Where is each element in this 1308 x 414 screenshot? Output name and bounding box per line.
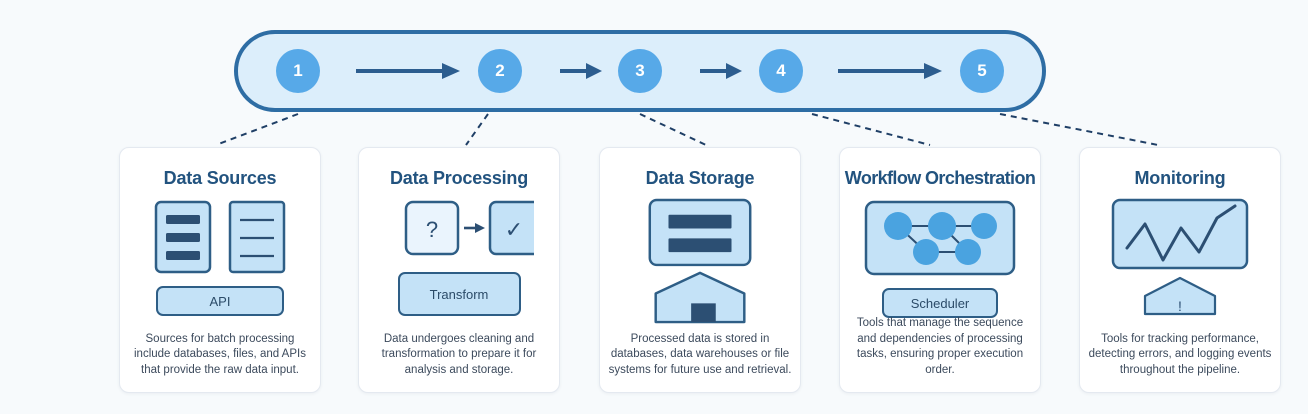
pipeline-arrow-3-4: [700, 63, 742, 79]
pipeline-step-1[interactable]: 1: [276, 49, 320, 93]
pipeline-arrow-1-2: [356, 63, 460, 79]
api-badge-label: API: [209, 293, 231, 309]
database-icon: [648, 198, 752, 267]
pipeline-step-3-label: 3: [635, 61, 645, 80]
pipeline-step-3[interactable]: 3: [618, 49, 662, 93]
card-workflow-orchestration[interactable]: Workflow Orchestration: [839, 147, 1041, 393]
card-data-sources[interactable]: Data Sources API Sources f: [119, 147, 321, 393]
pipeline-step-5[interactable]: 5: [960, 49, 1004, 93]
card-data-storage-art: [600, 198, 800, 326]
pipeline-step-4[interactable]: 4: [759, 49, 803, 93]
monitoring-icon-group: !: [1111, 198, 1249, 316]
card-data-processing-description: Data undergoes cleaning and transformati…: [381, 332, 537, 376]
card-data-processing-title: Data Processing: [389, 168, 529, 188]
card-data-sources-art: API: [120, 198, 320, 326]
card-workflow-orchestration-description: Tools that manage the sequence and depen…: [856, 317, 1024, 376]
card-data-sources-description: Sources for batch processing include dat…: [134, 332, 306, 376]
storage-icon-group: [648, 198, 752, 324]
document-filled-icon: [154, 200, 212, 274]
api-badge[interactable]: API: [156, 286, 284, 316]
svg-text:✓: ✓: [505, 217, 523, 242]
documents-icon-group: [154, 200, 286, 274]
card-data-storage-description: Processed data is stored in databases, d…: [608, 332, 792, 376]
question-box-icon: ?: [404, 200, 460, 256]
card-monitoring-art: !: [1080, 198, 1280, 326]
pipeline-step-5-label: 5: [977, 61, 987, 80]
pipeline-step-2-label: 2: [495, 61, 505, 80]
pipeline-arrow-4-5: [838, 63, 942, 79]
connector-line-2: [465, 113, 489, 146]
alert-house-icon: !: [1143, 276, 1217, 316]
svg-text:?: ?: [426, 217, 438, 242]
card-data-processing-art: ? ✓ Transform: [359, 198, 559, 326]
card-data-storage-title: Data Storage: [645, 168, 755, 188]
check-box-icon: ✓: [488, 200, 534, 256]
card-monitoring-description: Tools for tracking performance, detectin…: [1088, 332, 1272, 376]
pipeline-step-1-label: 1: [293, 61, 303, 80]
connector-line-5: [999, 113, 1159, 146]
connector-line-4: [811, 113, 931, 146]
pipeline-step-4-label: 4: [776, 61, 786, 80]
transform-badge[interactable]: Transform: [397, 272, 521, 316]
scheduler-badge-label: Scheduler: [910, 295, 970, 311]
card-monitoring-title: Monitoring: [1134, 168, 1226, 188]
card-data-processing[interactable]: Data Processing ? ✓ Transform Da: [358, 147, 560, 393]
card-monitoring[interactable]: Monitoring ! Tools for tracking performa…: [1079, 147, 1281, 393]
dag-graph-icon: [864, 200, 1016, 276]
pipeline-step-2[interactable]: 2: [478, 49, 522, 93]
arrow-right-icon: [464, 223, 485, 233]
line-chart-icon: [1111, 198, 1249, 270]
connector-line-1: [215, 113, 299, 146]
card-workflow-orchestration-art: Scheduler: [840, 198, 1040, 326]
document-lined-icon: [228, 200, 286, 274]
card-data-storage[interactable]: Data Storage Processed data is stored in…: [599, 147, 801, 393]
transform-badge-label: Transform: [429, 286, 489, 302]
card-workflow-orchestration-title: Workflow Orchestration: [844, 168, 1036, 188]
alert-exclamation-label: !: [1178, 298, 1182, 314]
connector-line-3: [639, 113, 707, 146]
pipeline-arrow-2-3: [560, 63, 602, 79]
warehouse-icon: [654, 271, 746, 324]
transform-icon-group: ? ✓: [404, 200, 534, 256]
card-data-sources-title: Data Sources: [163, 168, 277, 188]
scheduler-badge[interactable]: Scheduler: [882, 288, 998, 318]
